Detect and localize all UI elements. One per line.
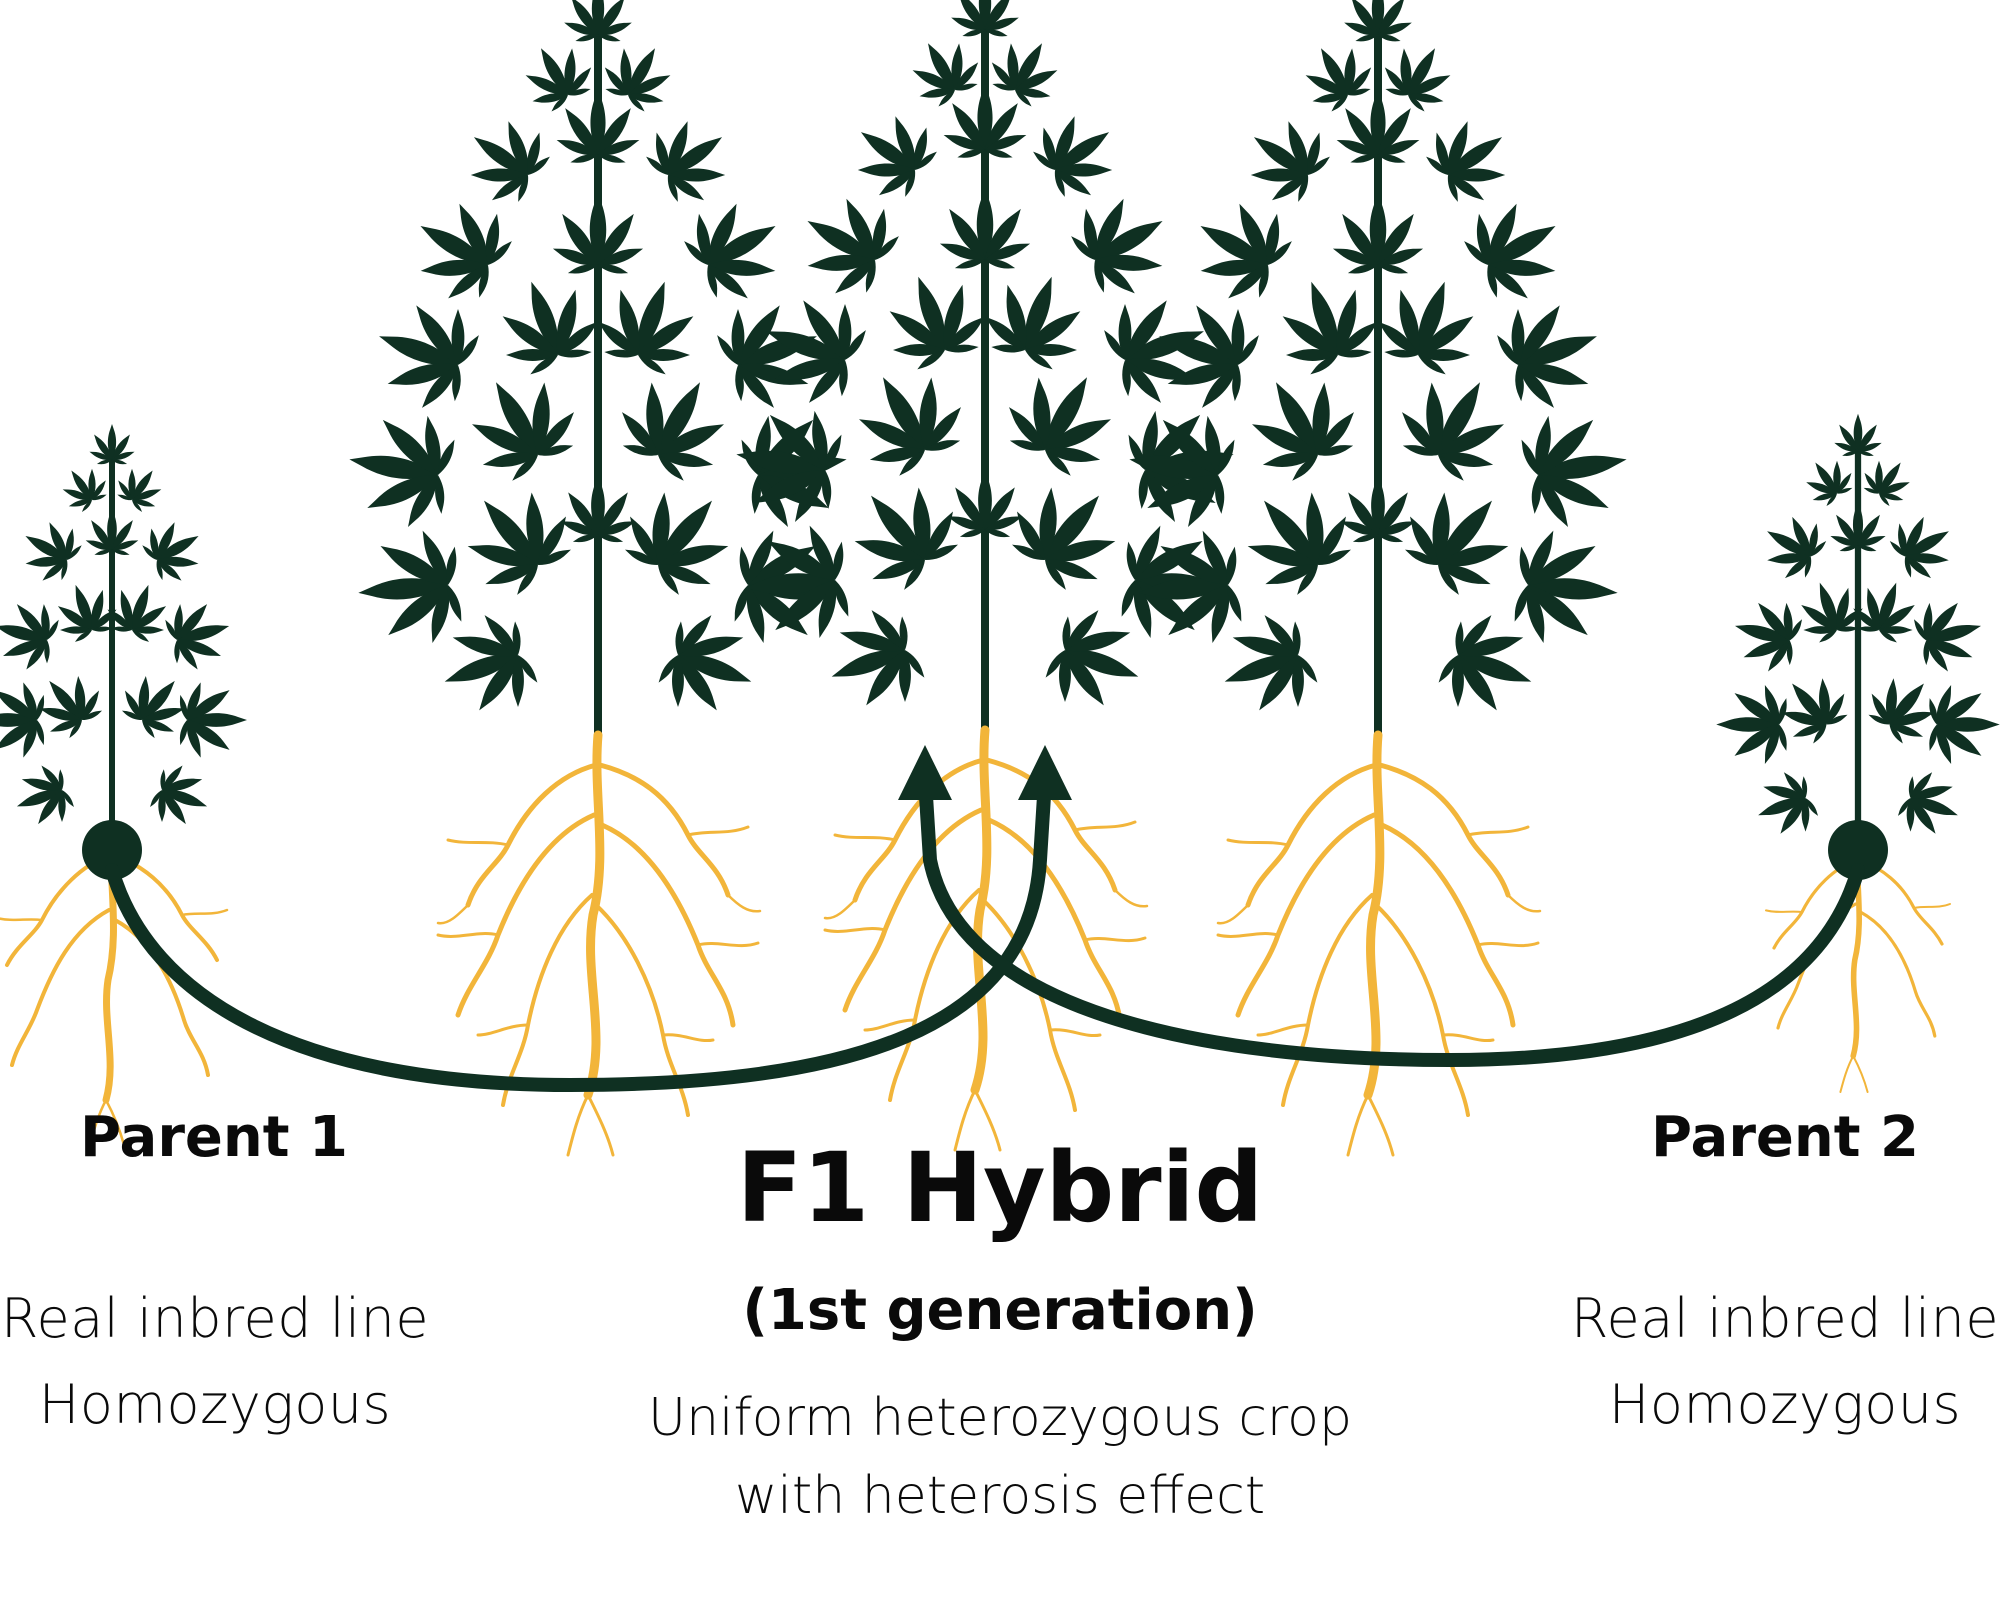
parent1-title: Parent 1 bbox=[79, 1105, 349, 1170]
parent2-title: Parent 2 bbox=[1650, 1105, 1920, 1170]
hybrid-desc-line2: with heterosis effect bbox=[734, 1466, 1266, 1526]
f1-plant-left-roots bbox=[438, 735, 760, 1155]
parent1-seed bbox=[82, 820, 142, 880]
arrowhead-left bbox=[898, 745, 952, 800]
parent1-plant bbox=[0, 424, 247, 836]
f1-plant-center bbox=[726, 0, 1244, 730]
parent1-desc-line2: Homozygous bbox=[38, 1373, 392, 1436]
parent2-seed bbox=[1828, 820, 1888, 880]
arrow-parent1-to-hybrid bbox=[105, 773, 1052, 1093]
parent1-desc-line1: Real inbred line bbox=[0, 1287, 430, 1350]
parent2-desc-line1: Real inbred line bbox=[1570, 1287, 2000, 1350]
f1-plant-right-roots bbox=[1218, 735, 1540, 1155]
hybrid-desc-line1: Uniform heterozygous crop bbox=[648, 1388, 1352, 1448]
hybrid-generation: (1st generation) bbox=[742, 1278, 1258, 1343]
arrow-parent2-to-hybrid bbox=[918, 773, 1865, 1068]
hybrid-title: F1 Hybrid bbox=[736, 1132, 1264, 1244]
parent2-plant bbox=[1716, 414, 2000, 846]
parent2-desc-line2: Homozygous bbox=[1608, 1373, 1962, 1436]
f1-plant-center-roots bbox=[825, 730, 1147, 1150]
f1-plant-right bbox=[1119, 0, 1637, 735]
arrowhead-right bbox=[1018, 745, 1072, 800]
